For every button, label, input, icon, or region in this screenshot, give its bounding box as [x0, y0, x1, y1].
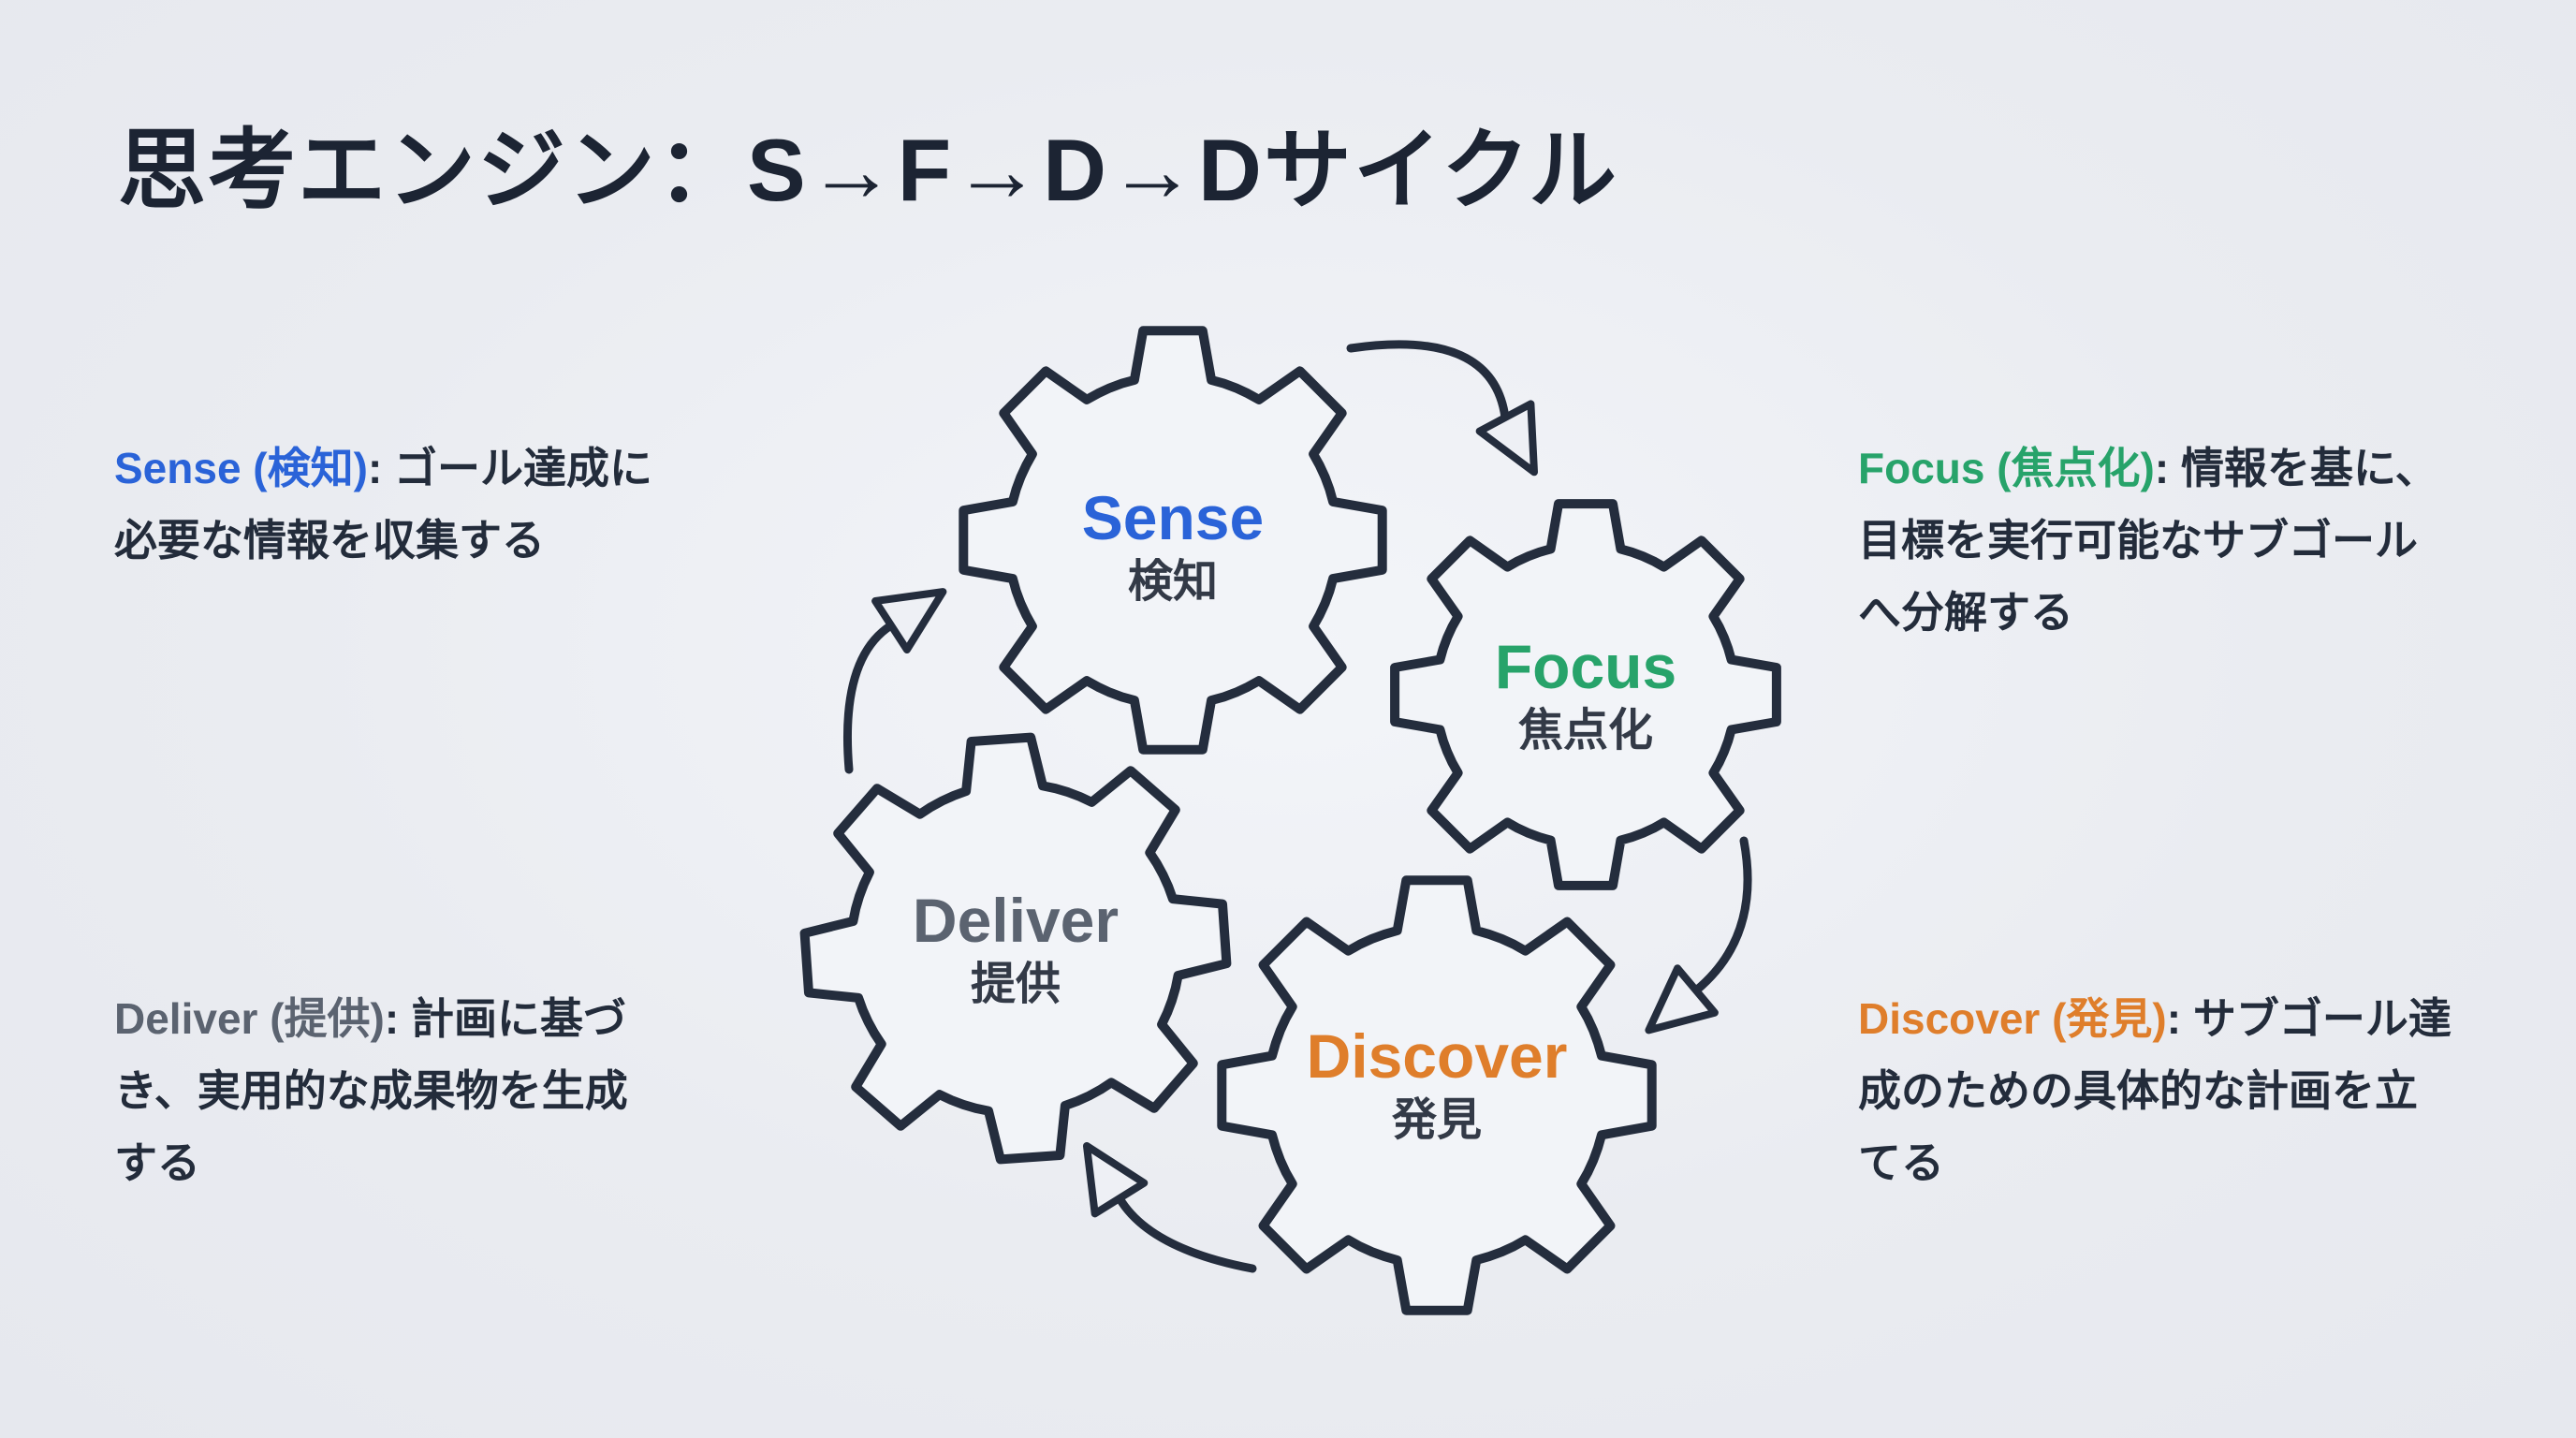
arrowhead-sense-to-focus: [1475, 400, 1538, 477]
page-title: 思考エンジン：S→F→D→Dサイクル: [118, 121, 1619, 219]
description-deliver-body: : 計画に基づき、実用的な成果物を生成する: [114, 994, 628, 1187]
description-sense-body: : ゴール達成に必要な情報を収集する: [114, 444, 653, 565]
gear-name-focus: Focus: [1494, 632, 1677, 701]
arrowhead-focus-to-discover: [1645, 964, 1719, 1034]
gear-subtitle-discover: 発見: [1391, 1095, 1483, 1145]
description-discover-lead: Discover (発見): [1858, 994, 2167, 1043]
description-discover-body: : サブゴール達成のための具体的な計画を立てる: [1858, 994, 2452, 1187]
gear-subtitle-focus: 焦点化: [1517, 706, 1654, 756]
gear-label-sense: Sense 検知: [1082, 483, 1264, 612]
description-focus-body: : 情報を基に、目標を実行可能なサブゴールへ分解する: [1858, 444, 2438, 637]
gear-shape-focus: [1390, 499, 1781, 890]
arrowhead-discover-to-deliver: [1083, 1142, 1149, 1218]
gear-name-deliver: Deliver: [912, 886, 1120, 955]
description-focus-lead: Focus (焦点化): [1858, 444, 2155, 492]
arrow-focus-to-discover: [1691, 836, 1752, 995]
gear-subtitle-sense: 検知: [1127, 557, 1218, 607]
arrowhead-deliver-to-sense: [871, 588, 947, 653]
arrow-discover-to-deliver: [1115, 1194, 1257, 1273]
description-sense-lead: Sense (検知): [114, 444, 368, 492]
gear-subtitle-deliver: 提供: [970, 960, 1061, 1009]
arrow-sense-to-focus: [1346, 340, 1510, 422]
gear-label-deliver: Deliver 提供: [913, 886, 1119, 1015]
arrow-deliver-to-sense: [842, 621, 896, 774]
description-deliver-lead: Deliver (提供): [114, 994, 385, 1043]
gear-name-sense: Sense: [1081, 483, 1265, 552]
gear-shape-deliver: [799, 732, 1232, 1165]
gear-name-discover: Discover: [1306, 1021, 1568, 1091]
gear-label-focus: Focus 焦点化: [1495, 632, 1676, 761]
description-focus: Focus (焦点化): 情報を基に、目標を実行可能なサブゴールへ分解する: [1858, 433, 2457, 649]
description-discover: Discover (発見): サブゴール達成のための具体的な計画を立てる: [1858, 983, 2457, 1199]
description-sense: Sense (検知): ゴール達成に必要な情報を収集する: [114, 433, 690, 577]
description-deliver: Deliver (提供): 計画に基づき、実用的な成果物を生成する: [114, 983, 665, 1199]
gear-shape-discover: [1217, 875, 1657, 1315]
gear-shape-sense: [959, 326, 1387, 755]
gear-label-discover: Discover 発見: [1307, 1021, 1568, 1151]
